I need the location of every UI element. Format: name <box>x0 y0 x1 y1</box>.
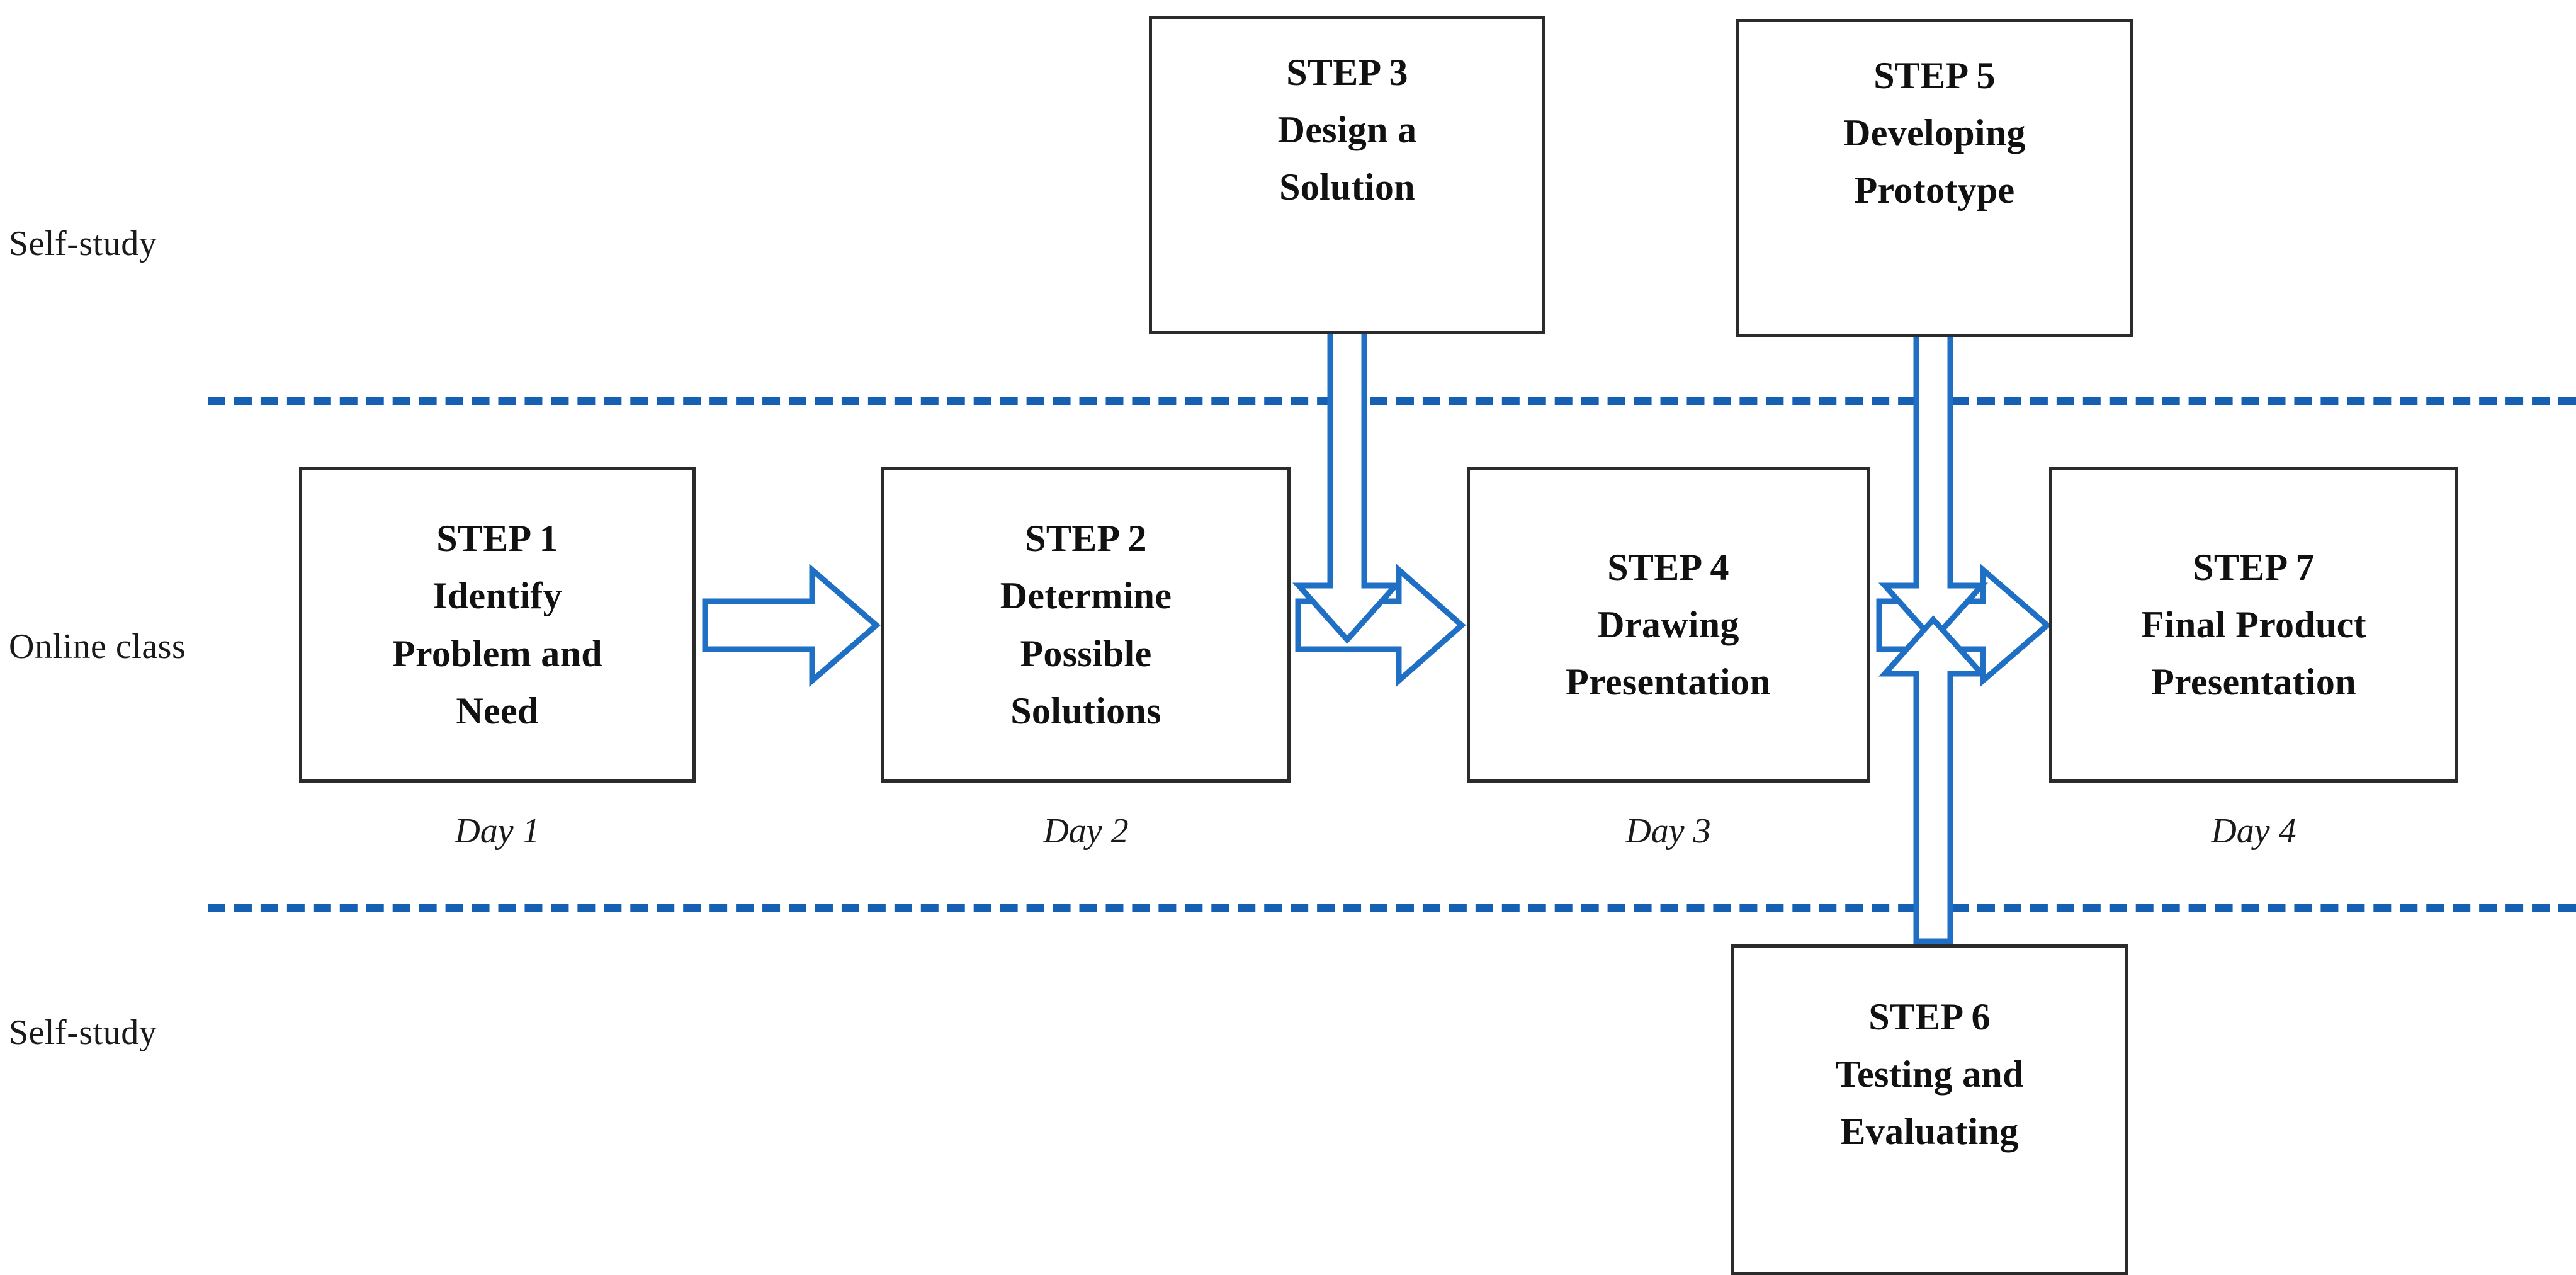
arrow-step4-to-step7 <box>1876 564 2052 687</box>
step-1-title: STEP 1 <box>436 518 558 560</box>
step-2-title: STEP 2 <box>1025 518 1147 560</box>
day-label-day-2: Day 2 <box>1043 812 1129 851</box>
arrow-step1-to-step2 <box>702 564 881 687</box>
step-5-title: STEP 5 <box>1873 55 1996 96</box>
step-box-step-1[interactable]: STEP 1 Identify Problem and Need <box>299 467 696 783</box>
step-7-line-1: Final Product <box>2141 603 2366 645</box>
step-4-title: STEP 4 <box>1607 546 1729 588</box>
row-label-self-study-top: Self-study <box>9 224 157 263</box>
arrow-step2-to-step4 <box>1295 564 1466 687</box>
step-5-line-2: Prototype <box>1854 169 2015 212</box>
step-1-line-1: Identify <box>432 575 562 617</box>
day-label-day-4: Day 4 <box>2211 812 2296 851</box>
step-3-line-2: Solution <box>1279 166 1415 208</box>
step-7-title: STEP 7 <box>2193 546 2315 588</box>
step-2-line-1: Determine <box>1000 575 1172 617</box>
step-2-line-3: Solutions <box>1010 689 1161 732</box>
step-2-line-2: Possible <box>1020 632 1152 674</box>
step-1-line-3: Need <box>456 689 539 732</box>
day-label-day-1: Day 1 <box>455 812 540 851</box>
arrow-step5-down <box>1878 327 1989 644</box>
step-box-step-6[interactable]: STEP 6 Testing and Evaluating <box>1731 944 2128 1275</box>
step-5-line-1: Developing <box>1843 112 2026 154</box>
arrow-step3-down <box>1292 324 1403 644</box>
step-4-line-2: Presentation <box>1566 661 1771 703</box>
step-box-step-5[interactable]: STEP 5 Developing Prototype <box>1736 19 2133 337</box>
step-box-step-2[interactable]: STEP 2 Determine Possible Solutions <box>881 467 1291 783</box>
step-6-title: STEP 6 <box>1868 996 1991 1038</box>
day-label-day-3: Day 3 <box>1625 812 1711 851</box>
step-6-line-2: Evaluating <box>1840 1111 2019 1153</box>
step-1-line-2: Problem and <box>392 632 602 674</box>
step-3-line-1: Design a <box>1277 109 1417 151</box>
divider-bottom-dashed-line <box>208 904 2576 912</box>
row-label-online-class: Online class <box>9 627 186 666</box>
step-box-step-7[interactable]: STEP 7 Final Product Presentation <box>2049 467 2458 783</box>
row-label-self-study-bottom: Self-study <box>9 1013 157 1052</box>
divider-top-dashed-line <box>208 397 2576 405</box>
step-3-title: STEP 3 <box>1286 52 1408 93</box>
step-7-line-2: Presentation <box>2151 661 2356 703</box>
step-4-line-1: Drawing <box>1597 603 1739 645</box>
step-6-line-1: Testing and <box>1835 1053 2024 1096</box>
step-box-step-4[interactable]: STEP 4 Drawing Presentation <box>1467 467 1870 783</box>
arrow-step6-up <box>1878 615 1989 944</box>
step-box-step-3[interactable]: STEP 3 Design a Solution <box>1149 16 1545 334</box>
